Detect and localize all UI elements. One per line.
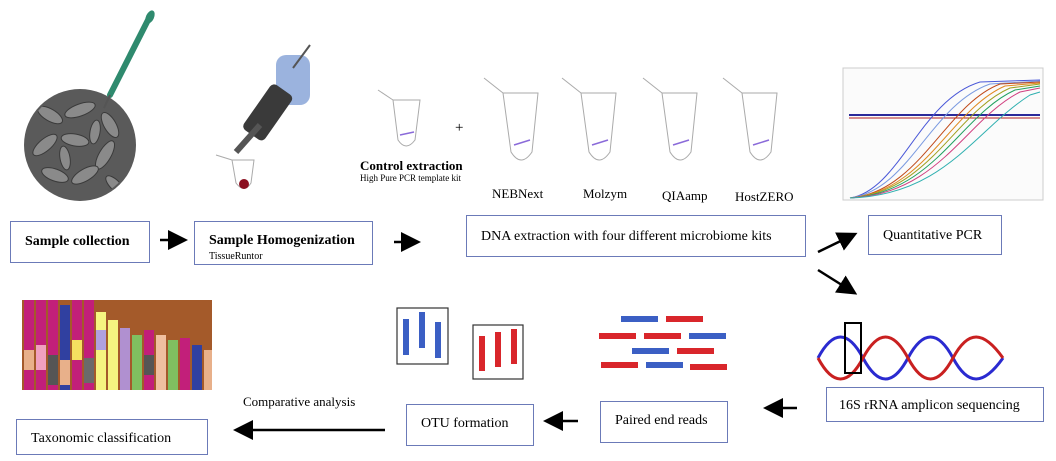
qpcr-amplification-plot [842, 67, 1044, 201]
step-otu-formation-label: OTU formation [421, 416, 509, 431]
sampling-scoop-icon [103, 10, 155, 109]
step-homogenization: Sample Homogenization TissueRuntor [194, 221, 373, 265]
comparative-analysis-label: Comparative analysis [243, 394, 356, 409]
arrow-extraction-to-sequencing [817, 268, 858, 295]
control-extraction-kit: High Pure PCR template kit [360, 173, 461, 183]
plus-sign: + [455, 120, 464, 136]
control-tube-icon [377, 89, 421, 147]
kit-tube-samples [513, 139, 770, 146]
step-taxonomic-classification: Taxonomic classification [16, 419, 208, 455]
step-dna-extraction: DNA extraction with four different micro… [466, 215, 806, 257]
otu-cluster-red-icon [472, 324, 524, 380]
kit-label-qiaamp: QIAamp [662, 188, 708, 203]
homogenizer-icon [233, 44, 311, 154]
step-sample-collection: Sample collection [10, 221, 150, 263]
sample-tube-icon [215, 154, 255, 189]
step-paired-reads: Paired end reads [600, 401, 728, 443]
kit-tubes [483, 77, 778, 161]
step-homogenization-device: TissueRuntor [209, 251, 263, 262]
step-homogenization-label: Sample Homogenization [209, 233, 355, 248]
paired-reads-icon [599, 316, 727, 370]
flow-arrows [160, 230, 858, 440]
step-taxonomic-classification-label: Taxonomic classification [31, 431, 172, 446]
step-otu-formation: OTU formation [406, 404, 534, 446]
dna-helix-icon [816, 335, 1005, 381]
kit-label-molzym: Molzym [583, 186, 628, 201]
step-sequencing: 16S rRNA amplicon sequencing [826, 387, 1044, 422]
otu-cluster-blue-icon [396, 307, 449, 365]
kit-label-hostzero: HostZERO [735, 189, 794, 204]
target-region-marker [844, 322, 862, 374]
taxonomy-stacked-barplot [22, 300, 212, 390]
step-sequencing-label: 16S rRNA amplicon sequencing [839, 398, 1020, 413]
kit-label-nebnext: NEBNext [492, 186, 544, 201]
step-sample-collection-label: Sample collection [25, 234, 130, 249]
step-qpcr-label: Quantitative PCR [883, 228, 983, 243]
arrow-extraction-to-qpcr [817, 232, 858, 254]
step-dna-extraction-label: DNA extraction with four different micro… [481, 229, 772, 244]
control-extraction-title: Control extraction [360, 158, 463, 173]
step-qpcr: Quantitative PCR [868, 215, 1002, 255]
step-paired-reads-label: Paired end reads [615, 413, 708, 428]
sample-microscopy-image [24, 89, 136, 201]
